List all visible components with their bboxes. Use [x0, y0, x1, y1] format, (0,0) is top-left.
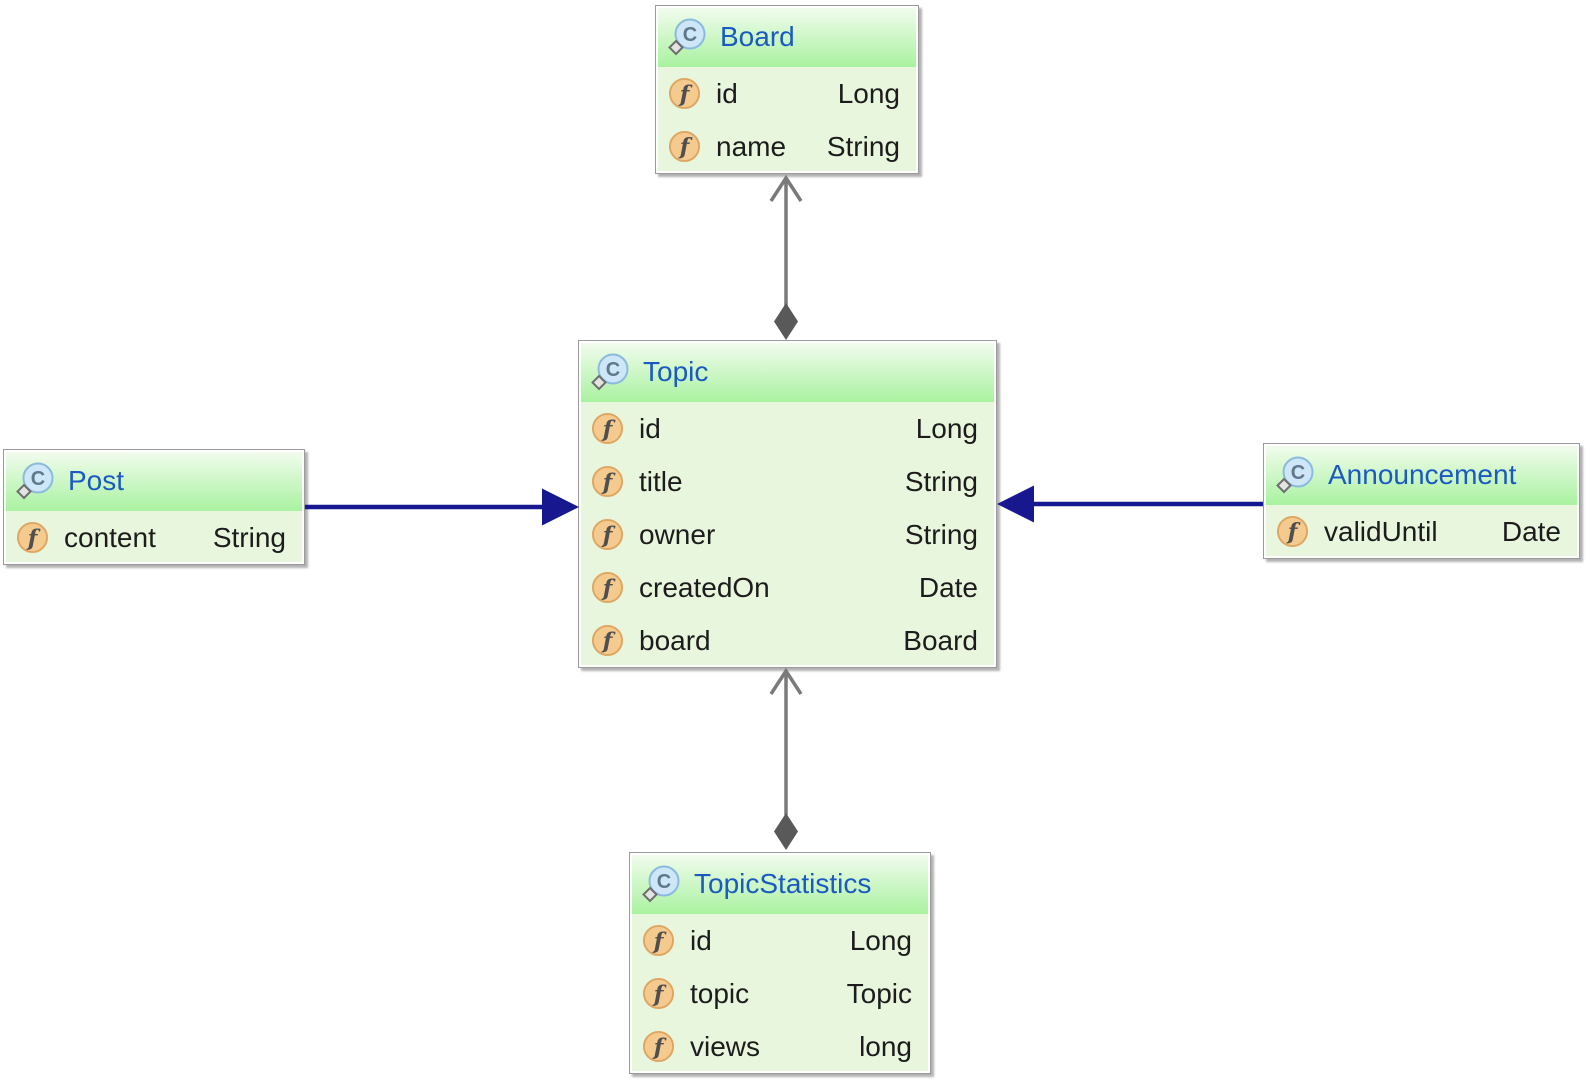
edge-announcement-topic[interactable] [997, 485, 1263, 523]
field-type: Long [849, 924, 912, 956]
field-icon [1276, 515, 1309, 548]
field-row[interactable]: validUntil Date [1264, 505, 1579, 558]
class-header[interactable]: TopicStatistics [630, 853, 930, 914]
field-icon [642, 977, 675, 1010]
field-icon [591, 571, 624, 604]
field-type: Date [1501, 515, 1561, 547]
field-name: id [690, 924, 712, 956]
field-type: String [826, 130, 900, 162]
class-name: Board [720, 20, 795, 52]
class-icon [591, 353, 629, 390]
class-header[interactable]: Post [4, 450, 304, 511]
field-row[interactable]: board Board [579, 614, 996, 667]
aggregation-diamond-icon [774, 303, 798, 340]
field-type: Long [837, 77, 900, 109]
field-row[interactable]: content String [4, 511, 304, 564]
field-row[interactable]: owner String [579, 508, 996, 561]
field-row[interactable]: views long [630, 1020, 930, 1073]
field-type: Topic [846, 977, 912, 1009]
field-type: String [212, 521, 286, 553]
field-row[interactable]: topic Topic [630, 967, 930, 1020]
field-icon [591, 412, 624, 445]
class-node-topic[interactable]: Topic id Long title String owner String … [578, 340, 997, 668]
open-arrowhead-icon [769, 667, 803, 695]
field-icon [642, 924, 675, 957]
aggregation-diamond-icon [774, 813, 798, 850]
class-header[interactable]: Board [656, 6, 918, 67]
field-row[interactable]: id Long [656, 67, 918, 120]
field-type: Date [918, 571, 978, 603]
class-name: TopicStatistics [694, 867, 872, 899]
class-icon [1276, 456, 1314, 493]
field-name: validUntil [1324, 515, 1438, 547]
filled-arrowhead-icon [542, 488, 579, 526]
field-row[interactable]: createdOn Date [579, 561, 996, 614]
field-icon [16, 521, 49, 554]
field-icon [668, 130, 701, 163]
field-icon [591, 624, 624, 657]
field-type: String [904, 465, 978, 497]
class-icon [642, 865, 680, 902]
class-icon [668, 18, 706, 55]
class-node-announcement[interactable]: Announcement validUntil Date [1263, 443, 1580, 559]
field-type: Board [903, 624, 978, 656]
field-name: title [639, 465, 683, 497]
field-type: long [859, 1030, 912, 1062]
field-name: id [716, 77, 738, 109]
class-name: Announcement [1328, 458, 1517, 490]
class-header[interactable]: Announcement [1264, 444, 1579, 505]
edge-topicstatistics-topic[interactable] [769, 667, 803, 850]
class-icon [16, 462, 54, 499]
field-name: owner [639, 518, 716, 550]
field-name: createdOn [639, 571, 770, 603]
field-name: topic [690, 977, 750, 1009]
field-row[interactable]: id Long [579, 402, 996, 455]
edge-topic-board[interactable] [769, 174, 803, 340]
field-name: board [639, 624, 711, 656]
filled-arrowhead-icon [997, 485, 1034, 523]
class-node-post[interactable]: Post content String [3, 449, 305, 565]
field-icon [591, 518, 624, 551]
class-node-board[interactable]: Board id Long name String [655, 5, 919, 174]
open-arrowhead-icon [769, 174, 803, 202]
field-name: name [716, 130, 787, 162]
field-icon [668, 77, 701, 110]
edge-post-topic[interactable] [305, 488, 579, 526]
field-type: String [904, 518, 978, 550]
field-name: content [64, 521, 156, 553]
field-name: views [690, 1030, 761, 1062]
field-row[interactable]: name String [656, 120, 918, 173]
class-name: Topic [643, 355, 709, 387]
class-name: Post [68, 464, 125, 496]
field-row[interactable]: id Long [630, 914, 930, 967]
field-row[interactable]: title String [579, 455, 996, 508]
field-type: Long [915, 412, 978, 444]
field-name: id [639, 412, 661, 444]
field-icon [591, 465, 624, 498]
class-node-topicstatistics[interactable]: TopicStatistics id Long topic Topic view… [629, 852, 931, 1074]
field-icon [642, 1030, 675, 1063]
class-header[interactable]: Topic [579, 341, 996, 402]
